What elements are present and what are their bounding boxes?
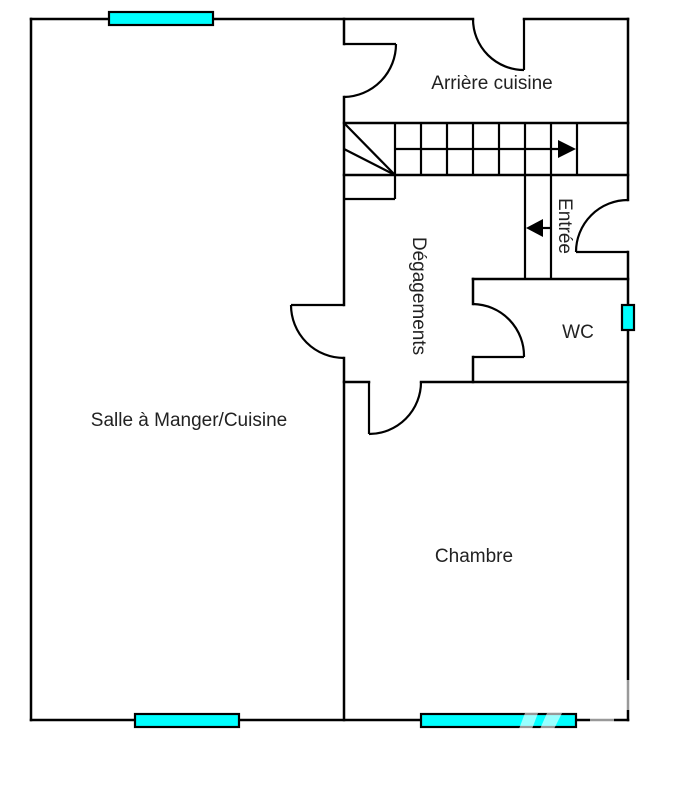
window-wc <box>620 303 636 332</box>
door-entree-exterior <box>574 198 629 254</box>
interior-walls <box>342 17 630 722</box>
label-chambre: Chambre <box>435 546 513 567</box>
window-bottom-salle <box>133 712 241 729</box>
doors <box>289 18 629 436</box>
label-wc: WC <box>562 322 594 343</box>
windows <box>107 10 636 729</box>
staircase <box>343 122 579 279</box>
label-arriere-cuisine: Arrière cuisine <box>431 73 552 94</box>
label-entree: Entrée <box>554 198 575 254</box>
label-salle: Salle à Manger/Cuisine <box>91 410 287 431</box>
label-degagements: Dégagements <box>408 237 429 355</box>
door-arriere-exterior <box>471 18 526 72</box>
window-bottom-chambre <box>419 712 578 729</box>
window-top-salle <box>107 10 215 27</box>
entrance-arrow-icon <box>526 219 543 237</box>
watermark <box>519 680 632 729</box>
door-degagements-to-chambre <box>367 381 423 436</box>
room-labels: Salle à Manger/Cuisine Arrière cuisine D… <box>91 73 594 567</box>
door-degagements-to-wc <box>472 302 526 359</box>
stairs-arrow-icon <box>558 140 576 158</box>
door-arriere-to-salle <box>343 42 398 99</box>
door-salle-to-degagements <box>289 303 345 360</box>
